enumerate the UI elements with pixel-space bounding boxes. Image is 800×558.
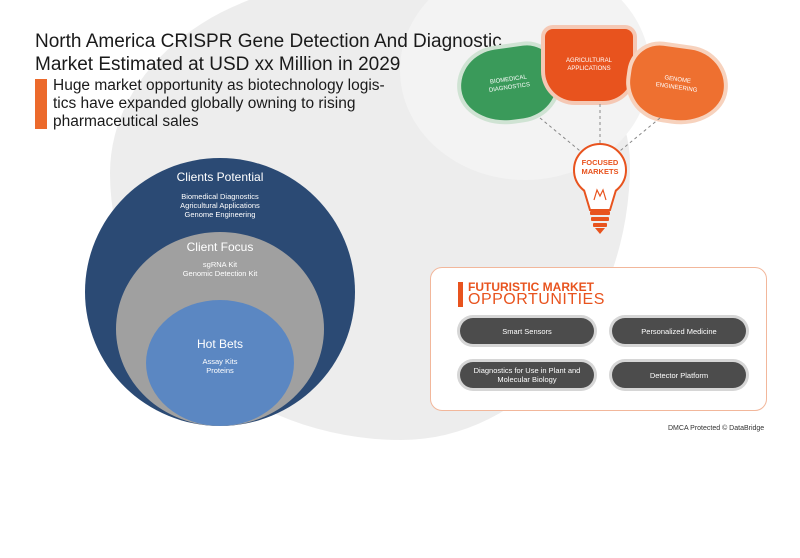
page-title: North America CRISPR Gene Detection And … bbox=[35, 30, 505, 76]
clients-potential-text: Clients Potential Biomedical Diagnostics… bbox=[140, 170, 300, 219]
opportunities-accent-bar bbox=[458, 282, 463, 307]
opportunity-pill: Personalized Medicine bbox=[612, 318, 746, 344]
dmca-footer: DMCA Protected © DataBridge bbox=[668, 425, 765, 432]
client-focus-item: Genomic Detection Kit bbox=[182, 269, 258, 278]
opportunity-pill: Smart Sensors bbox=[460, 318, 594, 344]
opportunity-pill: Detector Platform bbox=[612, 362, 746, 388]
clients-potential-item: Genome Engineering bbox=[184, 210, 256, 219]
hot-bets-text: Hot Bets Assay Kits Proteins bbox=[140, 337, 300, 375]
client-focus-item: sgRNA Kit bbox=[202, 260, 238, 269]
petal-agricultural-applications: AGRICULTURAL APPLICATIONS bbox=[545, 29, 633, 101]
opportunities-heading-1: FUTURISTIC MARKET bbox=[468, 280, 594, 294]
hot-bets-circle bbox=[146, 300, 294, 426]
hot-bets-title: Hot Bets bbox=[196, 337, 244, 351]
clients-potential-item: Agricultural Applications bbox=[180, 201, 260, 210]
opportunities-heading-2: OPPORTUNITIES bbox=[468, 291, 605, 308]
lightbulb-icon bbox=[573, 143, 627, 234]
connector-line bbox=[614, 117, 661, 156]
hot-bets-item: Assay Kits bbox=[202, 357, 238, 366]
title-line-1: North America CRISPR Gene Detection And … bbox=[35, 31, 502, 52]
clients-potential-title: Clients Potential bbox=[176, 170, 264, 184]
subtitle-accent-bar bbox=[35, 79, 47, 129]
client-focus-title: Client Focus bbox=[186, 240, 254, 254]
opportunity-pill: Diagnostics for Use in Plant and Molecul… bbox=[460, 362, 594, 388]
title-line-2: Market Estimated at USD xx Million in 20… bbox=[35, 54, 401, 75]
subtitle-line-1: Huge market opportunity as biotechnology… bbox=[53, 77, 385, 94]
hot-bets-item: Proteins bbox=[206, 366, 234, 375]
subtitle-line-3: pharmaceutical sales bbox=[53, 113, 199, 130]
client-focus-text: Client Focus sgRNA Kit Genomic Detection… bbox=[140, 240, 300, 278]
clients-potential-item: Biomedical Diagnostics bbox=[181, 192, 259, 201]
subtitle-line-2: tics have expanded globally owning to ri… bbox=[53, 95, 356, 112]
connector-line bbox=[539, 117, 586, 156]
focused-markets-label: FOCUSED MARKETS bbox=[581, 158, 619, 176]
subtitle: Huge market opportunity as biotechnology… bbox=[53, 77, 443, 131]
petal-label: AGRICULTURAL bbox=[566, 58, 612, 64]
petal-label: APPLICATIONS bbox=[567, 66, 611, 72]
